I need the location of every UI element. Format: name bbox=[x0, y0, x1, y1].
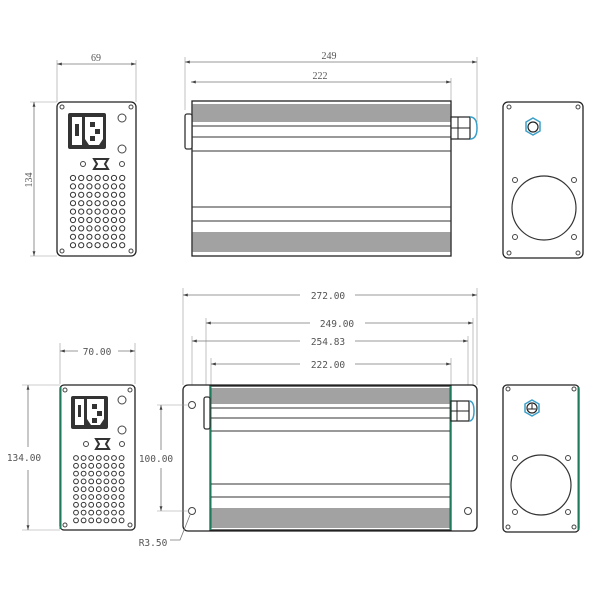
extrusion-body bbox=[209, 385, 452, 531]
iec-power-inlet-icon bbox=[68, 113, 106, 149]
top-front-view: 69 134 bbox=[24, 53, 137, 257]
side-body-length-label: 222 bbox=[313, 71, 328, 82]
length-249-label: 249.00 bbox=[320, 319, 355, 330]
cable-gland-icon bbox=[524, 399, 540, 417]
front-width-label: 70.00 bbox=[83, 347, 112, 358]
mounting-hole-icon bbox=[188, 507, 196, 515]
heatsink-fins bbox=[192, 232, 451, 252]
extrusion-body bbox=[191, 100, 452, 257]
fan-opening-icon bbox=[510, 454, 572, 516]
mounting-hole-icon bbox=[188, 401, 196, 409]
indicator-led-icon bbox=[117, 144, 127, 154]
overall-length-272-label: 272.00 bbox=[311, 291, 346, 302]
vent-grid-icon bbox=[69, 174, 126, 249]
screw-icon bbox=[80, 161, 86, 167]
front-width-label: 69 bbox=[91, 53, 101, 64]
cable-gland-icon bbox=[450, 400, 475, 422]
fan-opening-icon bbox=[511, 175, 577, 241]
cable-gland-icon bbox=[525, 117, 541, 136]
bottom-front-view: 70.00 134.00 bbox=[7, 343, 136, 531]
mounting-hole-icon bbox=[464, 507, 472, 515]
corner-radius-label: R3.50 bbox=[139, 538, 168, 549]
switch-protrusion bbox=[184, 113, 193, 150]
bottom-side-view: 272.00 249.00 254.83 222.00 bbox=[139, 288, 478, 549]
body-length-222-label: 222.00 bbox=[311, 360, 346, 371]
top-side-view: 249 222 bbox=[184, 51, 478, 257]
heatsink-fins bbox=[211, 388, 450, 404]
logo-icon bbox=[94, 438, 111, 450]
vent-grid-icon bbox=[73, 455, 125, 524]
front-height-label: 134 bbox=[24, 173, 35, 188]
front-height-label: 134.00 bbox=[7, 453, 42, 464]
top-rear-view bbox=[502, 101, 584, 259]
switch-protrusion bbox=[203, 396, 211, 430]
logo-icon bbox=[92, 158, 110, 170]
mount-hole-vertical-label: 100.00 bbox=[139, 454, 174, 465]
heatsink-fins bbox=[211, 508, 450, 528]
iec-power-inlet-icon bbox=[71, 396, 108, 429]
screw-icon bbox=[119, 161, 125, 167]
bottom-rear-view bbox=[502, 384, 580, 533]
cable-gland-icon bbox=[450, 116, 478, 140]
side-overall-length-label: 249 bbox=[322, 51, 337, 62]
mounting-hole-icon bbox=[59, 104, 134, 254]
hole-spacing-label: 254.83 bbox=[311, 337, 345, 348]
heatsink-fins bbox=[192, 104, 451, 122]
indicator-led-icon bbox=[117, 113, 127, 123]
